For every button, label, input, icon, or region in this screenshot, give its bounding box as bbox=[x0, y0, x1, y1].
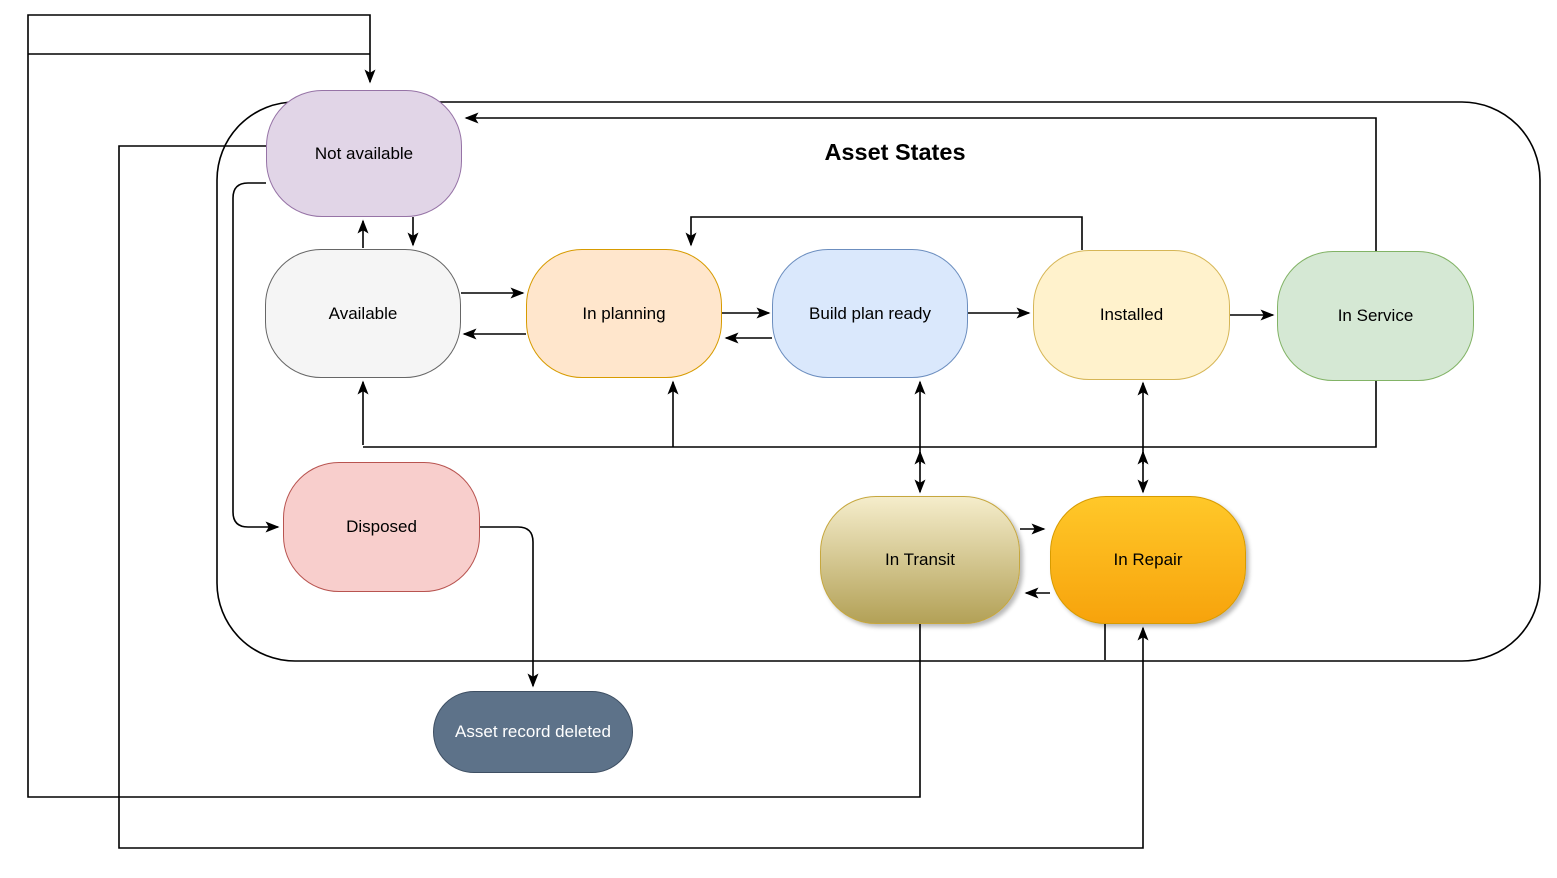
state-in-repair: In Repair bbox=[1050, 496, 1246, 624]
state-label: Available bbox=[328, 303, 398, 323]
state-not-available: Not available bbox=[266, 90, 462, 217]
state-label: Asset record deleted bbox=[455, 722, 611, 741]
edge-disposed-to-asset-record-deleted bbox=[480, 526, 539, 688]
edge-installed-to-in-planning bbox=[685, 216, 1083, 250]
edge-bus-from-in-service bbox=[363, 381, 1377, 448]
state-available: Available bbox=[265, 249, 461, 378]
edge-not-available-to-in-repair bbox=[118, 145, 1149, 849]
state-asset-record-deleted: Asset record deleted bbox=[433, 691, 633, 773]
state-label: Disposed bbox=[346, 517, 417, 536]
state-disposed: Disposed bbox=[283, 462, 480, 592]
edge-not-available-to-disposed bbox=[232, 182, 280, 533]
edge-in-transit-to-not-available bbox=[27, 14, 921, 798]
edge-in-service-to-not-available bbox=[464, 112, 1377, 251]
state-in-service: In Service bbox=[1277, 251, 1474, 381]
state-label: In Service bbox=[1337, 306, 1414, 325]
state-in-transit: In Transit bbox=[820, 496, 1020, 624]
state-label: Installed bbox=[1099, 305, 1164, 324]
state-label: Not available bbox=[314, 143, 414, 163]
state-label: In Repair bbox=[1113, 550, 1183, 569]
state-label: In planning bbox=[582, 303, 666, 323]
state-installed: Installed bbox=[1033, 250, 1230, 380]
diagram-title: Asset States bbox=[824, 139, 966, 165]
asset-states-container-border bbox=[216, 101, 1541, 662]
state-build-plan-ready: Build plan ready bbox=[772, 249, 968, 378]
state-label: In Transit bbox=[885, 550, 955, 569]
state-label: Build plan ready bbox=[809, 303, 931, 323]
state-in-planning: In planning bbox=[526, 249, 722, 378]
